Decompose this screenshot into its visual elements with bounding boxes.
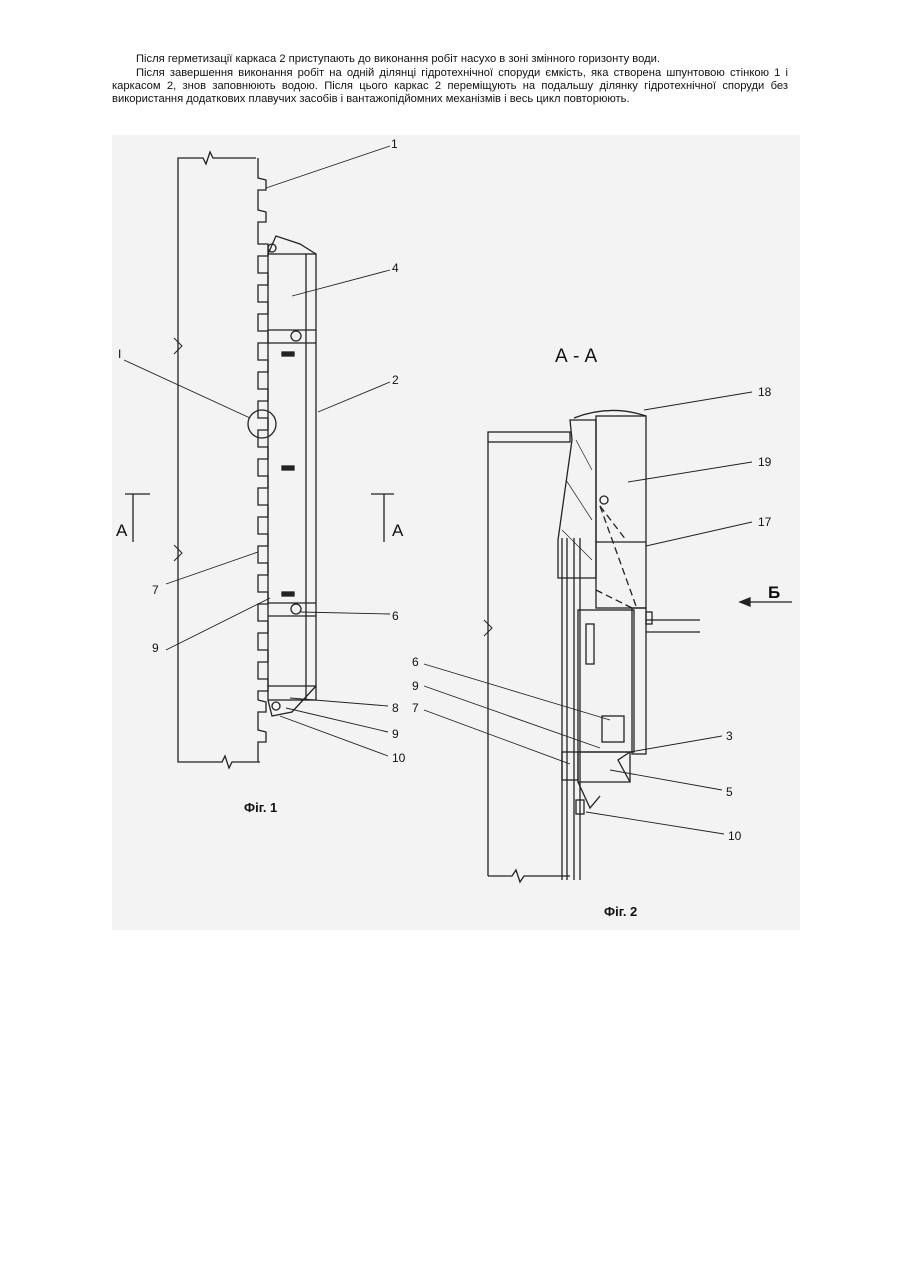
pile-tooth — [258, 236, 268, 265]
paragraph-1: Після герметизації каркаса 2 приступають… — [112, 53, 788, 66]
figure-area: 1 4 2 I 7 9 6 8 9 10 А А Фіг. 1 А - А 18… — [112, 135, 800, 930]
pile-tooth — [258, 352, 268, 381]
paragraph-2: Після завершення виконання робіт на одні… — [112, 67, 788, 106]
fig1-section-left: А — [116, 521, 128, 540]
pile-tooth — [258, 526, 268, 555]
fig1-callout-6: 6 — [392, 609, 399, 623]
pile-tooth — [258, 671, 268, 700]
pile-tooth — [258, 294, 268, 323]
fig2-callout-6: 6 — [412, 655, 419, 669]
pile-tooth — [258, 265, 268, 294]
pile-tooth — [258, 439, 268, 468]
fig1-callout-9: 9 — [152, 641, 159, 655]
fig2-callout-3: 3 — [726, 729, 733, 743]
fig1-callout-2: 2 — [392, 373, 399, 387]
pile-tooth — [258, 410, 268, 439]
fig1-callout-7: 7 — [152, 583, 159, 597]
fig2-callout-5: 5 — [726, 785, 733, 799]
fig1-callout-8: 8 — [392, 701, 399, 715]
fig1-caption: Фіг. 1 — [244, 800, 277, 815]
pile-tooth — [258, 613, 268, 642]
fig1-callout-4: 4 — [392, 261, 399, 275]
fig2-section-title: А - А — [555, 346, 598, 367]
fig1-callout-9b: 9 — [392, 727, 399, 741]
fig1-callout-1: 1 — [391, 137, 398, 151]
fig2-callout-17: 17 — [758, 515, 772, 529]
pile-tooth — [258, 497, 268, 526]
pile-tooth — [258, 323, 268, 352]
fig2-callout-18: 18 — [758, 385, 772, 399]
fig2-callout-10: 10 — [728, 829, 742, 843]
fig1-drawing — [124, 146, 394, 768]
pile-tooth — [258, 642, 268, 671]
fig2-callout-7: 7 — [412, 701, 419, 715]
fig2-callout-19: 19 — [758, 455, 772, 469]
fig2-caption: Фіг. 2 — [604, 904, 637, 919]
fig2-callout-9: 9 — [412, 679, 419, 693]
technical-drawing: 1 4 2 I 7 9 6 8 9 10 А А Фіг. 1 А - А 18… — [112, 135, 800, 930]
fig2-drawing — [424, 392, 792, 882]
pile-tooth — [258, 381, 268, 410]
pile-tooth — [258, 555, 268, 584]
fig1-callout-10: 10 — [392, 751, 406, 765]
fig1-section-right: А — [392, 521, 404, 540]
pile-tooth — [258, 468, 268, 497]
fig2-view-label: Б — [768, 583, 780, 602]
fig1-pile-teeth — [258, 236, 268, 700]
pile-tooth — [258, 584, 268, 613]
fig1-detail-label: I — [118, 347, 121, 361]
